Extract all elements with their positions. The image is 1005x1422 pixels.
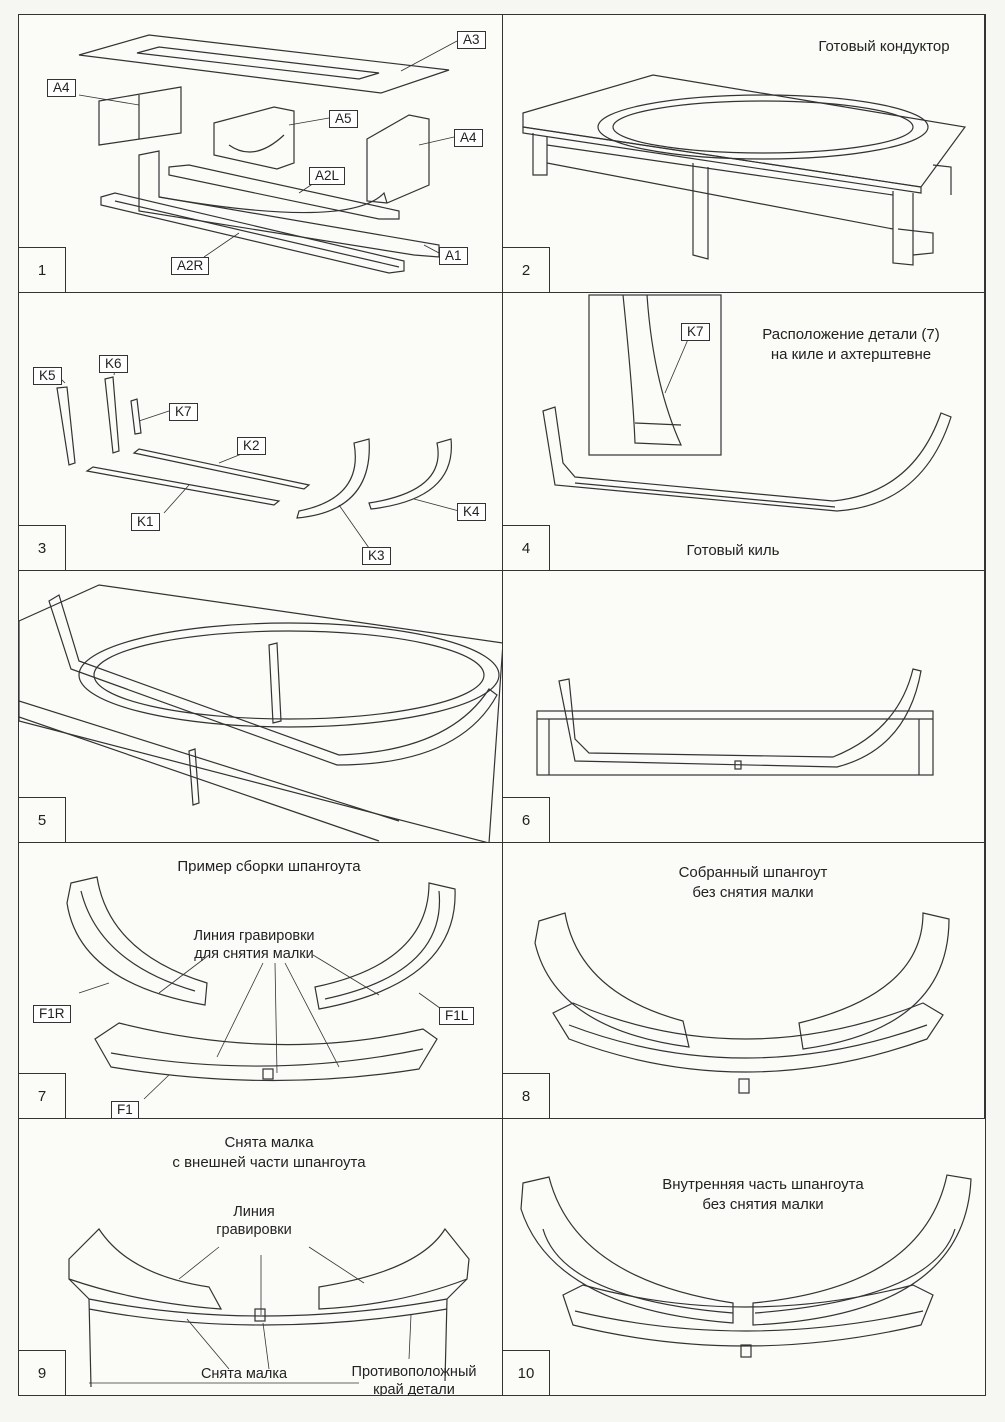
panel-number: 6 bbox=[503, 797, 550, 842]
panel-10: Внутренняя часть шпангоута без снятия ма… bbox=[503, 1119, 985, 1395]
part-label-k2: K2 bbox=[237, 437, 266, 455]
opposite-edge-annotation: Противоположный край детали bbox=[351, 1364, 477, 1395]
part-label-k5: K5 bbox=[33, 367, 62, 385]
panel-9: Снята малка с внешней части шпангоута Ли… bbox=[19, 1119, 503, 1395]
part-label-a2l: A2L bbox=[309, 167, 346, 185]
panel-7: Пример сборки шпангоута Линия гравировки… bbox=[19, 843, 503, 1119]
finished-jig-drawing bbox=[522, 74, 967, 266]
part-label-a2r: A2R bbox=[171, 257, 210, 275]
panel-number: 8 bbox=[503, 1073, 550, 1118]
part-label-k1: K1 bbox=[131, 513, 160, 531]
frame-bevel-removed-drawing bbox=[68, 1227, 470, 1388]
panel-number: 3 bbox=[19, 525, 66, 570]
panel-caption: Внутренняя часть шпангоута без снятия ма… bbox=[662, 1176, 864, 1213]
jig-parts-exploded-drawing bbox=[78, 34, 458, 274]
panel-1: A3 A4 A5 A4 A2L A1 A2R 1 bbox=[19, 15, 503, 293]
bevel-removed-annotation: Снята малка bbox=[200, 1366, 288, 1382]
panel-3: K5 K6 K7 K2 K1 K3 K4 3 bbox=[19, 293, 503, 571]
keel-side-view-drawing bbox=[536, 668, 934, 776]
panel-number: 9 bbox=[19, 1350, 66, 1395]
panel-number: 7 bbox=[19, 1073, 66, 1118]
part-label-a4-left: A4 bbox=[47, 79, 76, 97]
instruction-sheet: A3 A4 A5 A4 A2L A1 A2R 1 Готовый ко bbox=[18, 14, 986, 1396]
part-label-k6: K6 bbox=[99, 355, 128, 373]
engraving-line-annotation: Линия гравировки для снятия малки bbox=[193, 928, 315, 962]
panel-number: 1 bbox=[19, 247, 66, 292]
part-label-f1: F1 bbox=[111, 1101, 139, 1118]
panel-number: 4 bbox=[503, 525, 550, 570]
panel-caption: Собранный шпангоут без снятия малки bbox=[678, 864, 828, 901]
part-label-k7: K7 bbox=[169, 403, 198, 421]
panel-number: 10 bbox=[503, 1350, 550, 1395]
panel-5: 5 bbox=[19, 571, 503, 843]
panel-caption-secondary: Готовый киль bbox=[686, 542, 780, 559]
panel-caption: Пример сборки шпангоута bbox=[177, 858, 361, 875]
part-label-k3: K3 bbox=[362, 547, 391, 565]
panel-2: Готовый кондуктор 2 bbox=[503, 15, 985, 293]
panel-8: Собранный шпангоут без снятия малки 8 bbox=[503, 843, 985, 1119]
engraving-line-annotation: Линия гравировки bbox=[216, 1204, 292, 1238]
panel-number: 2 bbox=[503, 247, 550, 292]
part-label-a4-right: A4 bbox=[454, 129, 483, 147]
frame-inner-side-drawing bbox=[520, 1174, 972, 1358]
keel-parts-drawing bbox=[56, 368, 460, 549]
part-label-a3: A3 bbox=[457, 31, 486, 49]
keel-on-jig-drawing bbox=[19, 584, 502, 842]
part-label-f1l: F1L bbox=[439, 1007, 475, 1025]
part-label-k7: K7 bbox=[681, 323, 710, 341]
panel-4: K7 Расположение детали (7) на киле и ахт… bbox=[503, 293, 985, 571]
panel-caption: Расположение детали (7) на киле и ахтерш… bbox=[762, 326, 940, 363]
panel-6: 6 bbox=[503, 571, 985, 843]
finished-keel-drawing bbox=[542, 294, 952, 512]
panel-number: 5 bbox=[19, 797, 66, 842]
part-label-f1r: F1R bbox=[33, 1005, 71, 1023]
panel-caption: Снята малка с внешней части шпангоута bbox=[172, 1134, 366, 1171]
part-label-k4: K4 bbox=[457, 503, 486, 521]
frame-assembly-example-drawing bbox=[66, 876, 456, 1100]
panel-caption: Готовый кондуктор bbox=[818, 38, 950, 55]
assembled-frame-drawing bbox=[534, 912, 950, 1094]
part-label-a5: A5 bbox=[329, 110, 358, 128]
part-label-a1: A1 bbox=[439, 247, 468, 265]
